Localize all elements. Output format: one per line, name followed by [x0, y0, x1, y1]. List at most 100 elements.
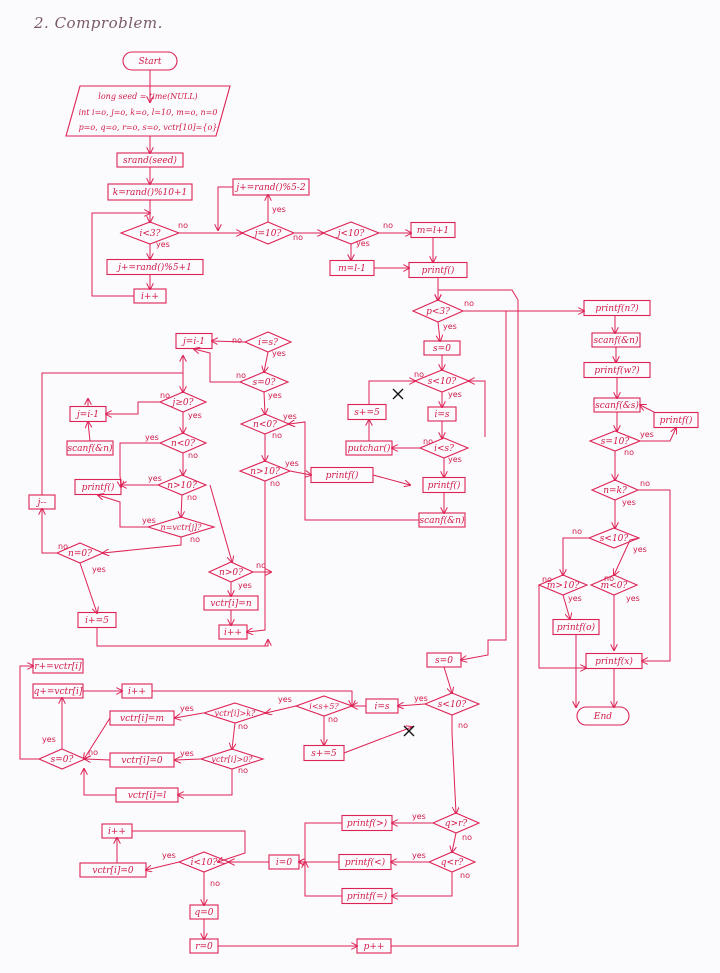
connector-59	[181, 494, 182, 517]
node-n-gt-10-a-text: n>10?	[250, 467, 280, 477]
connector-18	[438, 321, 440, 341]
branch-label-yes: yes	[148, 474, 162, 483]
node-n-gt-10-b	[156, 474, 208, 496]
node-s-plus-5-a	[347, 403, 387, 421]
branch-label-yes: yes	[180, 749, 194, 758]
node-v-eq-m-text: vctr[i]=m	[120, 714, 164, 724]
branch-label-yes: yes	[412, 851, 426, 860]
branch-label-yes: yes	[448, 390, 462, 399]
connector-45	[264, 351, 268, 372]
node-printf-d	[74, 478, 122, 496]
node-s-eq-0-b-text: s=0?	[51, 755, 74, 765]
branch-label-yes: yes	[622, 498, 636, 507]
node-scanf-n-a-text: scanf(&n)	[420, 515, 465, 526]
branch-label-yes: yes	[92, 565, 106, 574]
connector-52	[247, 481, 266, 632]
node-n-gt-10-a	[238, 460, 292, 482]
connector-65	[41, 372, 183, 495]
branch-label-yes: yes	[272, 205, 286, 214]
branch-label-yes: yes	[626, 594, 640, 603]
connector-86	[19, 666, 39, 760]
connector-76	[266, 705, 297, 713]
node-r-plus	[32, 658, 84, 674]
node-m-gt-10-text: m>10?	[547, 581, 580, 591]
node-i-inc-b	[218, 624, 248, 640]
connector-67	[96, 628, 268, 647]
node-n-eq-vctr	[146, 516, 216, 538]
node-printf-eq	[341, 887, 393, 905]
node-n-eq-0-text: n=0?	[68, 549, 92, 559]
connector-54	[106, 401, 160, 414]
node-printf-b	[422, 476, 466, 494]
connector-47	[194, 349, 240, 383]
connector-48	[264, 391, 265, 414]
branch-label-no: no	[272, 431, 282, 440]
node-init-2-text: int i=o, j=o, k=o, l=10, m=o, n=0	[79, 108, 218, 117]
node-j-ge-0	[158, 391, 208, 413]
connector-64	[42, 509, 57, 554]
node-q-gt-r-text: q>r?	[445, 819, 468, 829]
branch-label-no: no	[190, 535, 200, 544]
node-s-plus-5-a-text: s+=5	[354, 408, 380, 418]
node-s-lt-10-b	[587, 527, 641, 549]
connector-66	[79, 562, 97, 613]
node-j-eq-im1-b-text: j=i-1	[75, 410, 99, 420]
node-start	[122, 51, 178, 71]
branch-label-no: no	[188, 451, 198, 460]
node-putchar	[345, 440, 393, 456]
branch-label-yes: yes	[162, 851, 176, 860]
node-s-0-a	[423, 340, 461, 356]
branch-label-no: no	[640, 479, 650, 488]
connector-101	[132, 830, 246, 862]
node-j-lt-10-text: j<10?	[336, 229, 365, 239]
node-i-inc-d-text: i++	[108, 827, 126, 837]
branch-label-yes: yes	[145, 433, 159, 442]
node-i-eq-0	[268, 854, 300, 870]
node-n-lt-0-a-text: n<0?	[253, 420, 277, 430]
node-s-lt-10-c-text: s<10?	[438, 700, 467, 710]
branch-label-yes: yes	[188, 411, 202, 420]
node-s-lt-10-a-text: s<10?	[428, 377, 457, 387]
branch-label-no: no	[460, 871, 470, 880]
node-vctr-i-n	[203, 595, 259, 611]
node-j-lt-10	[321, 221, 381, 245]
branch-label-yes: yes	[42, 735, 56, 744]
node-printf-x-text: printf(x)	[595, 656, 633, 667]
node-p-lt-3-text: p<3?	[426, 307, 450, 317]
node-j-ge-0-text: j≥0?	[171, 398, 194, 408]
node-n-lt-0-a	[239, 413, 291, 435]
node-v-eq-l-text: vctr[i]=l	[128, 791, 166, 801]
node-n-eq-k	[590, 479, 640, 501]
node-s-eq-0-q-text: s=0?	[253, 378, 276, 388]
node-n-gt-0	[207, 561, 255, 583]
node-printf-gt	[341, 814, 393, 832]
connector-89	[152, 690, 352, 706]
branch-label-yes: yes	[356, 239, 370, 248]
node-scanf-n-b-text: scanf(&n)	[68, 443, 113, 454]
connector-95	[299, 822, 342, 862]
connector-82	[175, 759, 202, 760]
node-p-inc-text: p++	[364, 942, 385, 952]
connector-84	[85, 759, 111, 760]
node-i-eq-s-q-text: i=s?	[258, 338, 278, 348]
node-n-gt-10-b-text: n>10?	[167, 481, 197, 491]
branch-label-yes: yes	[278, 695, 292, 704]
branch-label-yes: yes	[448, 455, 462, 464]
node-i-lt-s	[418, 437, 470, 459]
node-j-rand-b-text: j+=rand()%5-2	[234, 182, 305, 193]
node-i-inc-a	[133, 288, 167, 304]
node-v-gt-0	[199, 748, 265, 770]
node-s-eq-0-q	[238, 371, 290, 393]
node-i-inc-b-text: i++	[224, 628, 242, 638]
connector-51	[372, 474, 410, 485]
connector-79	[175, 712, 204, 718]
branch-label-yes: yes	[156, 240, 170, 249]
node-v-gt-k	[202, 702, 268, 724]
node-printf-lt-text: printf(<)	[345, 857, 386, 868]
node-scanf-n-b	[66, 440, 114, 456]
node-p-inc	[356, 938, 392, 954]
node-s-eq-0-b	[37, 748, 87, 770]
branch-label-yes: yes	[142, 516, 156, 525]
connector-74	[398, 704, 426, 706]
node-i-inc-c	[121, 683, 153, 699]
